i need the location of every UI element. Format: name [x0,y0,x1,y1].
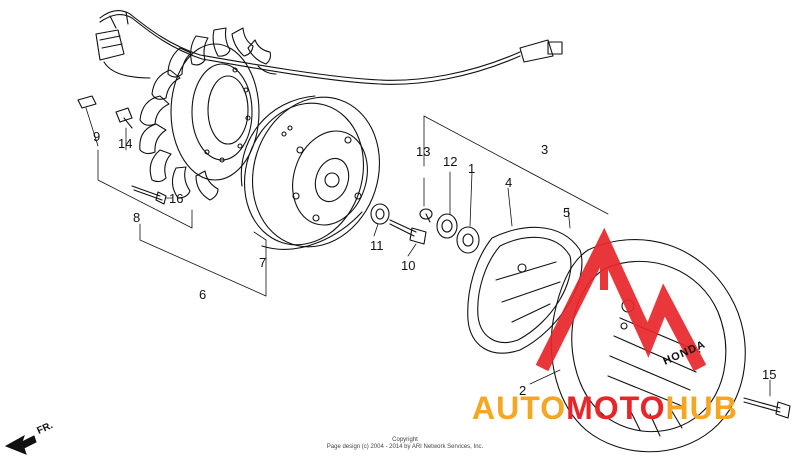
callout-9: 9 [93,129,101,144]
callout-3: 3 [541,142,549,157]
flywheel-rotor [240,95,381,250]
bolt-15 [743,397,791,419]
washer-11 [370,203,390,225]
watermark-moto: MOTO [566,390,666,426]
cover-gasket [467,226,583,354]
watermark-hub: HUB [665,390,738,426]
watermark-logo [535,227,707,372]
wire-harness [95,9,563,85]
callout-11: 11 [370,238,384,253]
callout-8: 8 [133,210,141,225]
callout-6: 6 [199,287,207,302]
callout-13: 13 [416,144,431,159]
callout-7: 7 [259,255,267,270]
pin-9 [77,95,97,109]
bearing-1 [456,226,480,254]
stator [139,27,277,201]
seal-12 [436,213,458,239]
copyright-notice: Copyright Page design (c) 2004 - 2014 by… [300,437,510,451]
bolt-10 [389,219,427,245]
copyright-line-1: Copyright [392,437,418,443]
callout-10: 10 [401,258,416,273]
bolt-13 [419,208,433,223]
copyright-line-2: Page design (c) 2004 - 2014 by ARI Netwo… [326,443,484,450]
leader-lines [85,107,771,397]
bolt-14 [115,107,133,129]
callout-5: 5 [563,205,571,220]
callout-16: 16 [169,191,184,206]
callout-12: 12 [443,154,458,169]
callout-15: 15 [762,367,777,382]
fr-direction-arrow [4,434,37,455]
bolt-16 [131,185,167,205]
watermark-auto: AUTO [472,390,567,426]
callout-1: 1 [468,161,476,176]
callout-2: 2 [519,383,527,398]
callout-4: 4 [505,175,513,190]
watermark-text: AUTOMOTOHUB [472,392,738,424]
callout-14: 14 [118,136,133,151]
